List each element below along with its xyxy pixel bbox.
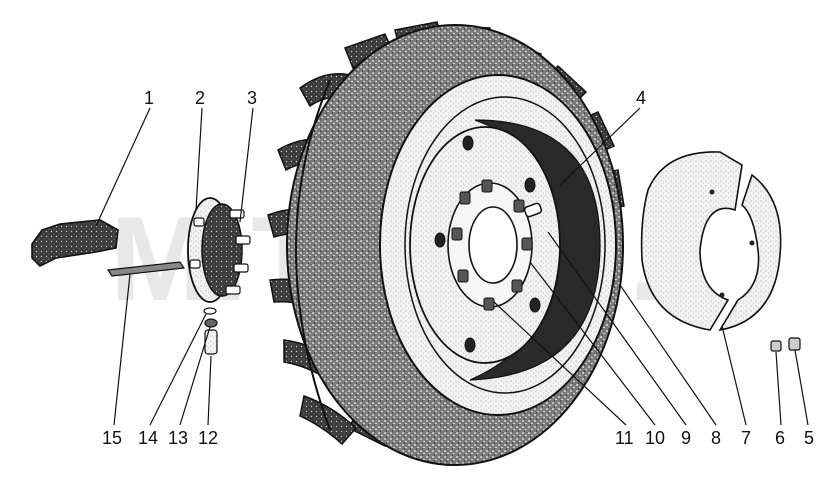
- hub-center-hole: [468, 206, 518, 284]
- label-3: 3: [247, 88, 257, 108]
- label-15: 15: [102, 428, 122, 448]
- valve-stem: [523, 202, 543, 218]
- wheel-nuts: [451, 179, 533, 311]
- callout-labels: 1 2 3 4 5 6 7 8 9 10 11 12 13 14 15: [102, 88, 814, 448]
- part-15-rod: [106, 261, 186, 277]
- disc-holes: [434, 135, 541, 353]
- part-1-clamp: [31, 219, 119, 267]
- part-7-counterweights: [640, 151, 782, 332]
- part-5-bolt: [788, 337, 801, 351]
- label-2: 2: [195, 88, 205, 108]
- label-12: 12: [198, 428, 218, 448]
- label-8: 8: [711, 428, 721, 448]
- label-14: 14: [138, 428, 158, 448]
- part-6-nut: [770, 340, 782, 352]
- part-2-hub-disc: [187, 197, 251, 303]
- tire-assembly: [267, 21, 625, 466]
- leader-lines: [95, 107, 809, 426]
- tire-outer-contour: [295, 79, 331, 431]
- label-1: 1: [144, 88, 154, 108]
- label-7: 7: [741, 428, 751, 448]
- part-13-ring: [204, 318, 218, 328]
- label-5: 5: [804, 428, 814, 448]
- label-9: 9: [681, 428, 691, 448]
- label-6: 6: [775, 428, 785, 448]
- part-14-washer: [203, 307, 217, 315]
- label-4: 4: [636, 88, 646, 108]
- part-12-pin: [204, 329, 218, 355]
- label-10: 10: [645, 428, 665, 448]
- rim-inner-edge: [404, 96, 606, 394]
- label-13: 13: [168, 428, 188, 448]
- label-11: 11: [615, 428, 634, 448]
